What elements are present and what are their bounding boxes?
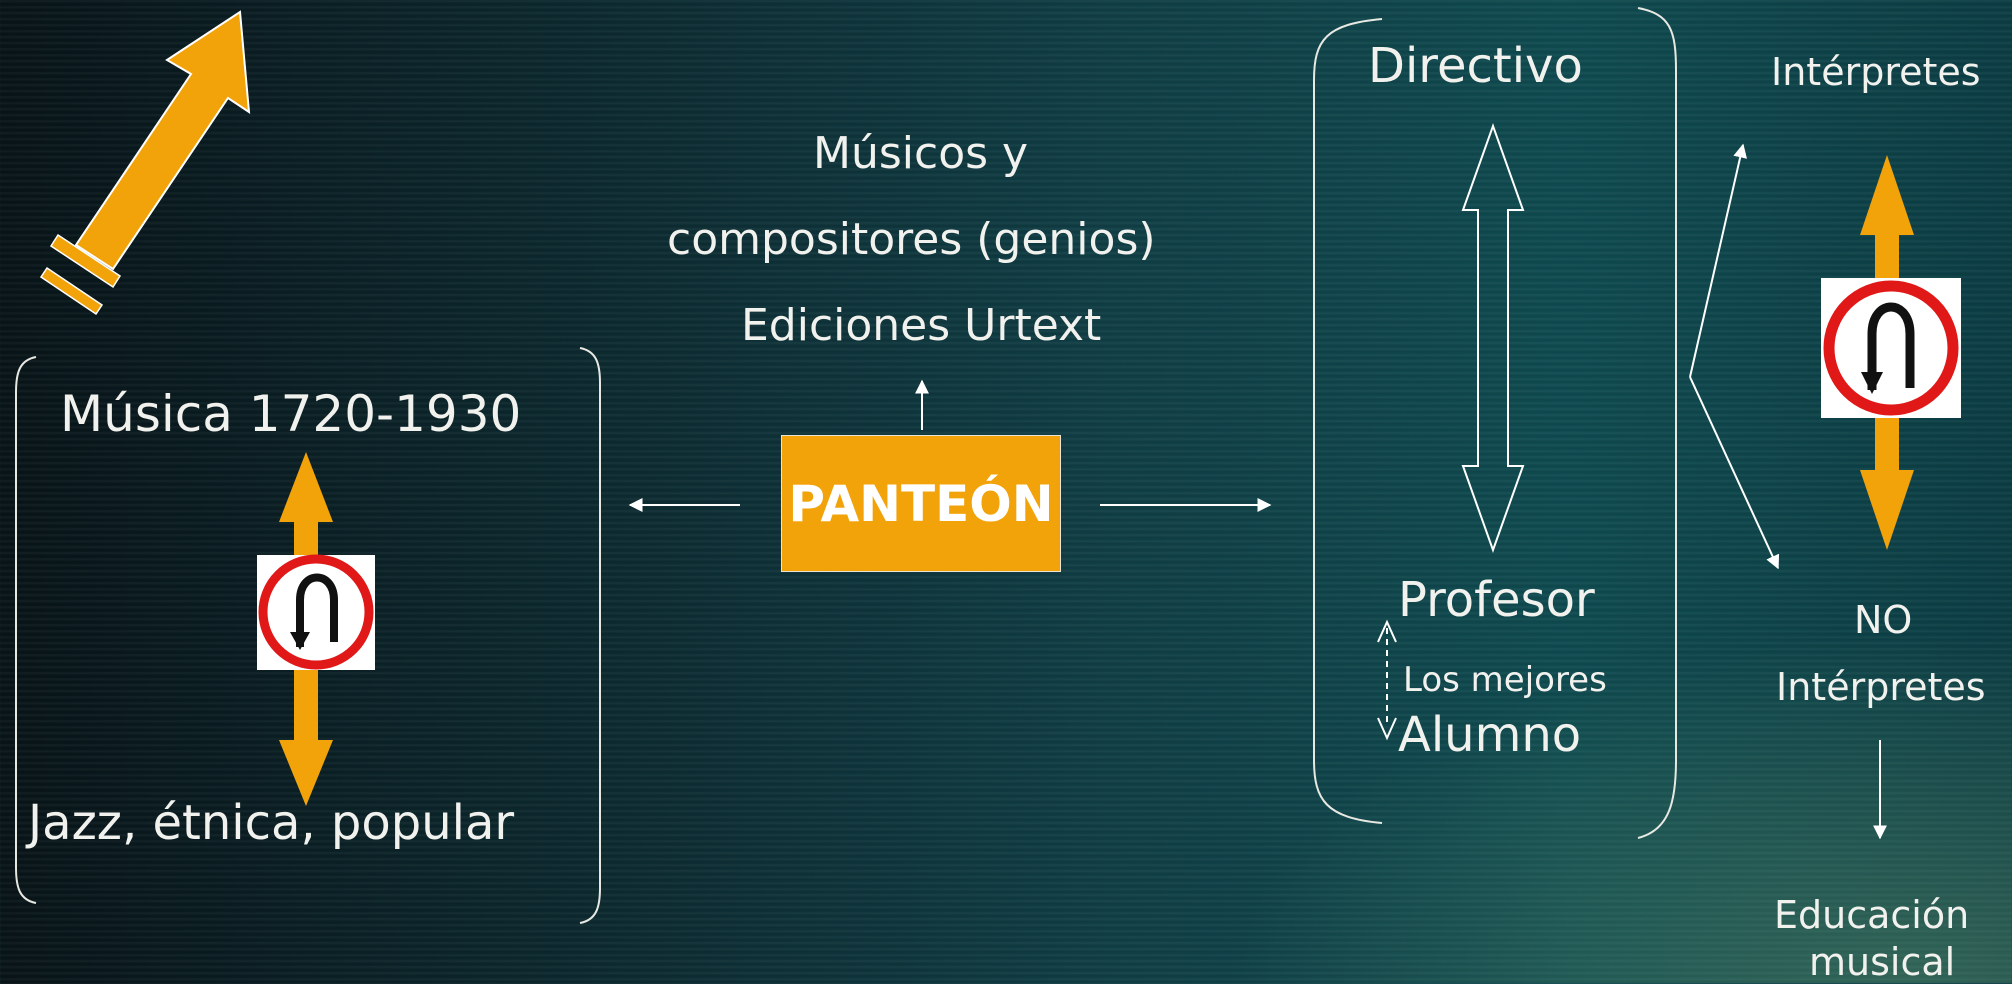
big-diagonal-arrow-icon [39, 10, 251, 316]
no-interpretes-label: Intérpretes [1776, 665, 1986, 709]
center-line-2: compositores (genios) [667, 214, 1156, 265]
no-u-turn-sign-icon-right [1821, 278, 1961, 418]
no-label: NO [1854, 598, 1913, 642]
left-bracket [15, 347, 601, 924]
outline-double-arrow-icon [1461, 123, 1525, 553]
directivo-label: Directivo [1368, 38, 1583, 94]
center-line-3: Ediciones Urtext [741, 300, 1102, 351]
alumno-label: Alumno [1398, 707, 1582, 763]
best-label: Los mejores [1403, 660, 1607, 700]
left-top-label: Música 1720-1930 [60, 385, 522, 443]
fork-arrows [1689, 143, 1887, 840]
profesor-label: Profesor [1398, 572, 1595, 628]
center-line-1: Músicos y [813, 128, 1029, 179]
dashed-double-arrow-icon [1377, 619, 1397, 741]
panteon-box: PANTEÓN [781, 435, 1061, 572]
no-u-turn-sign-icon [257, 554, 375, 670]
right-bracket [1313, 7, 1677, 839]
educacion-label: Educación [1774, 893, 1970, 937]
panteon-arrows [628, 379, 1272, 512]
musical-label: musical [1809, 940, 1956, 984]
interpretes-label: Intérpretes [1771, 50, 1981, 94]
left-bottom-label: Jazz, étnica, popular [28, 795, 515, 851]
